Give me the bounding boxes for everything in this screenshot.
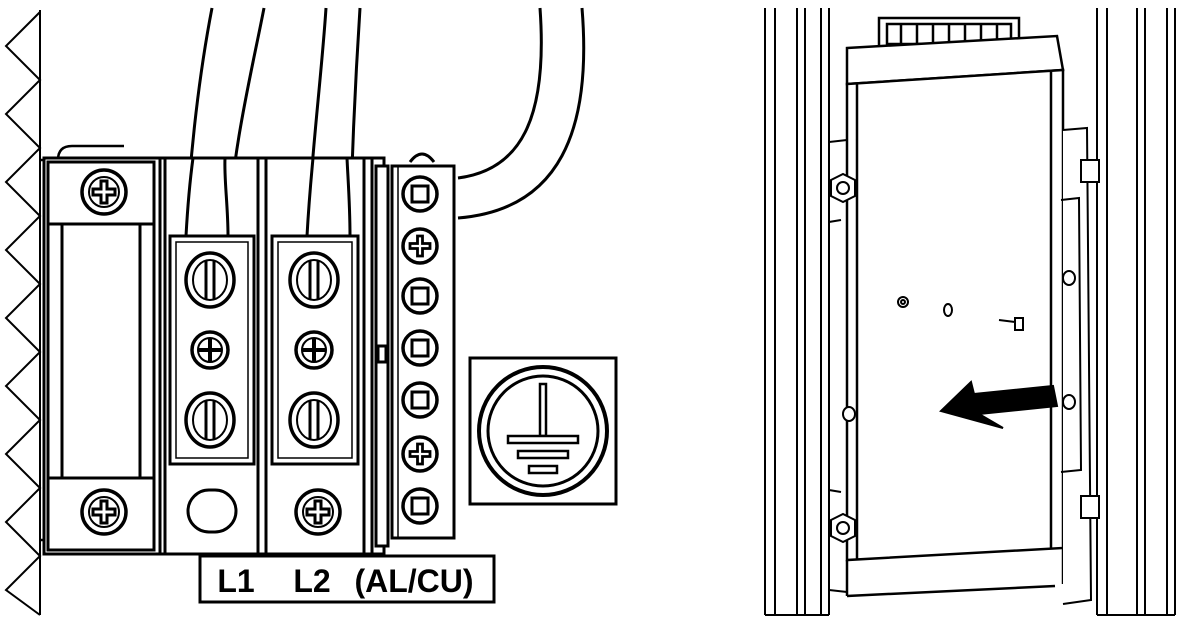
label-l2: L2 [293,563,330,599]
terminal-screw-l2-bottom [288,391,340,449]
panel-cover-diagram [745,0,1183,623]
mounting-screw-bottom-right [294,488,342,536]
right-rail [1096,8,1176,616]
wires-front [184,156,352,238]
mounting-screw-bottom-left [80,488,128,536]
left-rail [764,8,830,616]
wall-hatching [4,10,42,616]
right-bracket [1060,126,1100,605]
pointing-arrow-icon [939,380,1059,429]
terminal-screw-l1-mid [190,330,230,370]
ground-bar [390,152,456,540]
terminal-block-diagram: L1 L2 (AL/CU) [4,7,618,616]
terminal-screw-l2-mid [294,330,334,370]
terminal-screw-l1-bottom [184,391,236,449]
cover-plate [845,34,1065,598]
slot-opening [186,488,238,534]
terminal-screw-l1-top [184,251,236,309]
left-nuts [830,172,856,544]
mounting-screw-top-left [80,168,128,216]
label-l1: L1 [217,563,254,599]
cover-holes [897,296,1024,331]
right-screws [1062,270,1076,410]
protective-earth-ground-icon [468,356,618,506]
left-bracket [828,139,848,593]
terminal-screw-l2-top [288,251,340,309]
terminal-label-box: L1 L2 (AL/CU) [198,554,496,604]
label-material: (AL/CU) [354,563,473,599]
